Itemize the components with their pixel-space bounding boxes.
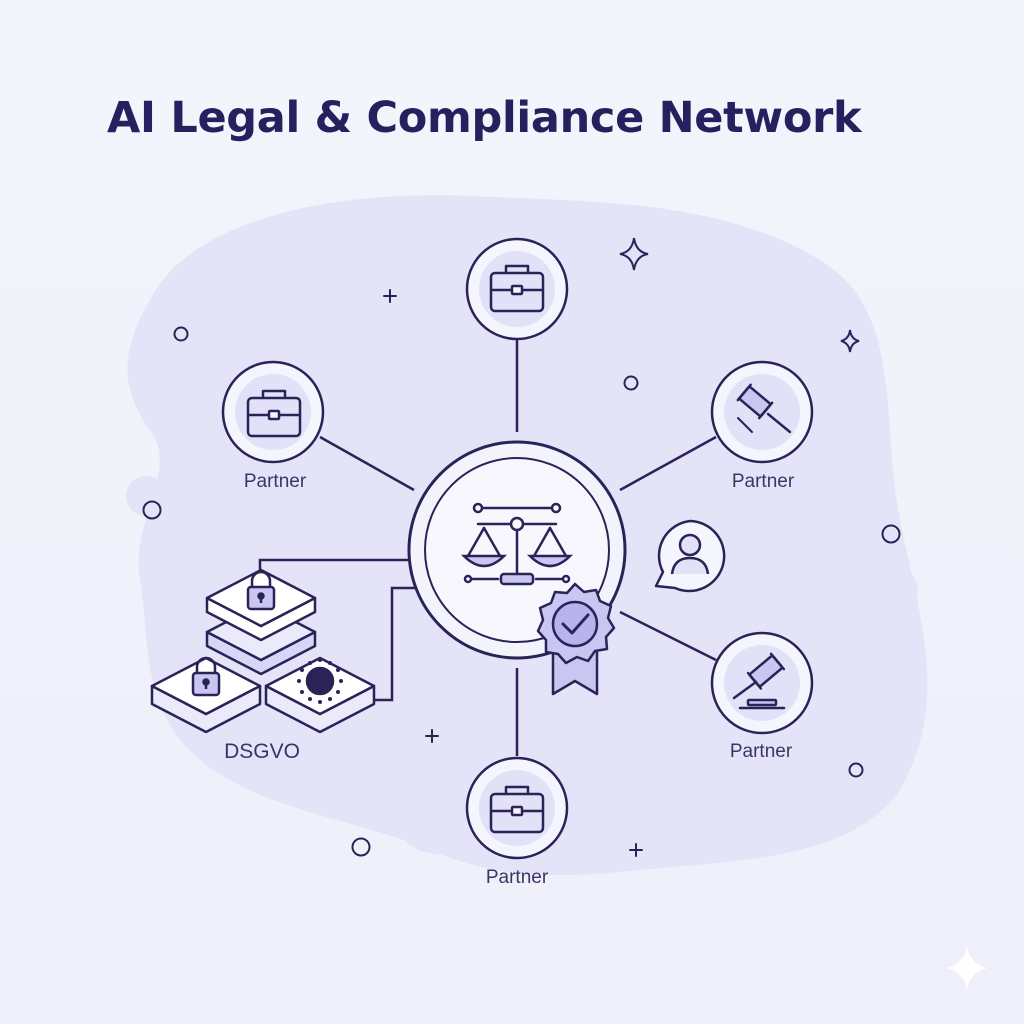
- circle-dot-icon: [848, 762, 864, 778]
- circle-dot-icon: [623, 375, 639, 391]
- blob-bubble: [882, 570, 918, 610]
- connectors: [258, 340, 717, 756]
- eu-stars-icon: [297, 658, 343, 704]
- briefcase-icon: [489, 264, 545, 313]
- connector-upper-left: [319, 435, 415, 492]
- briefcase-icon: [489, 785, 545, 834]
- data-block-top: [205, 568, 317, 676]
- node-upper-right[interactable]: [710, 360, 814, 464]
- connector-lower-right: [619, 610, 717, 662]
- plus-icon: [629, 843, 643, 857]
- circle-dot-icon: [142, 500, 162, 520]
- circle-dot-icon: [173, 326, 189, 342]
- data-block-right: [264, 656, 376, 734]
- gavel-icon: [732, 652, 786, 710]
- gavel-icon: [736, 383, 792, 434]
- connector-dsgvo-top: [258, 558, 408, 572]
- blob-bubble: [126, 476, 166, 516]
- circle-dot-icon: [881, 524, 901, 544]
- connector-dsgvo-bottom: [372, 586, 422, 702]
- data-block-left: [150, 656, 262, 734]
- connector-upper-right: [619, 435, 717, 492]
- node-upper-left[interactable]: [221, 360, 325, 464]
- circle-dot-icon: [351, 837, 371, 857]
- dsgvo-label: DSGVO: [224, 740, 300, 763]
- plus-icon: [425, 729, 439, 743]
- page-title: AI Legal & Compliance Network: [107, 93, 862, 143]
- node-label-upper-right: Partner: [731, 471, 795, 492]
- plus-icon: [383, 289, 397, 303]
- node-label-lower-right: Partner: [729, 741, 793, 762]
- node-lower-right[interactable]: [710, 631, 814, 735]
- node-bottom[interactable]: [465, 756, 569, 860]
- decorations: [142, 237, 901, 857]
- sparkle-icon: [619, 237, 649, 271]
- data-stack[interactable]: [150, 568, 376, 734]
- node-label-upper-left: Partner: [243, 471, 307, 492]
- briefcase-icon: [246, 389, 302, 438]
- node-top[interactable]: [465, 237, 569, 341]
- padlock-icon: [246, 570, 276, 611]
- sparkle-icon: [840, 329, 860, 353]
- verified-check-badge-icon: [536, 582, 616, 696]
- padlock-icon: [191, 656, 221, 697]
- watermark-sparkle-icon: [946, 946, 988, 990]
- blob-bubble: [400, 802, 480, 854]
- node-label-bottom: Partner: [485, 867, 549, 888]
- scales-of-justice-icon: [460, 502, 574, 586]
- user-chat-bubble-icon[interactable]: [654, 519, 726, 593]
